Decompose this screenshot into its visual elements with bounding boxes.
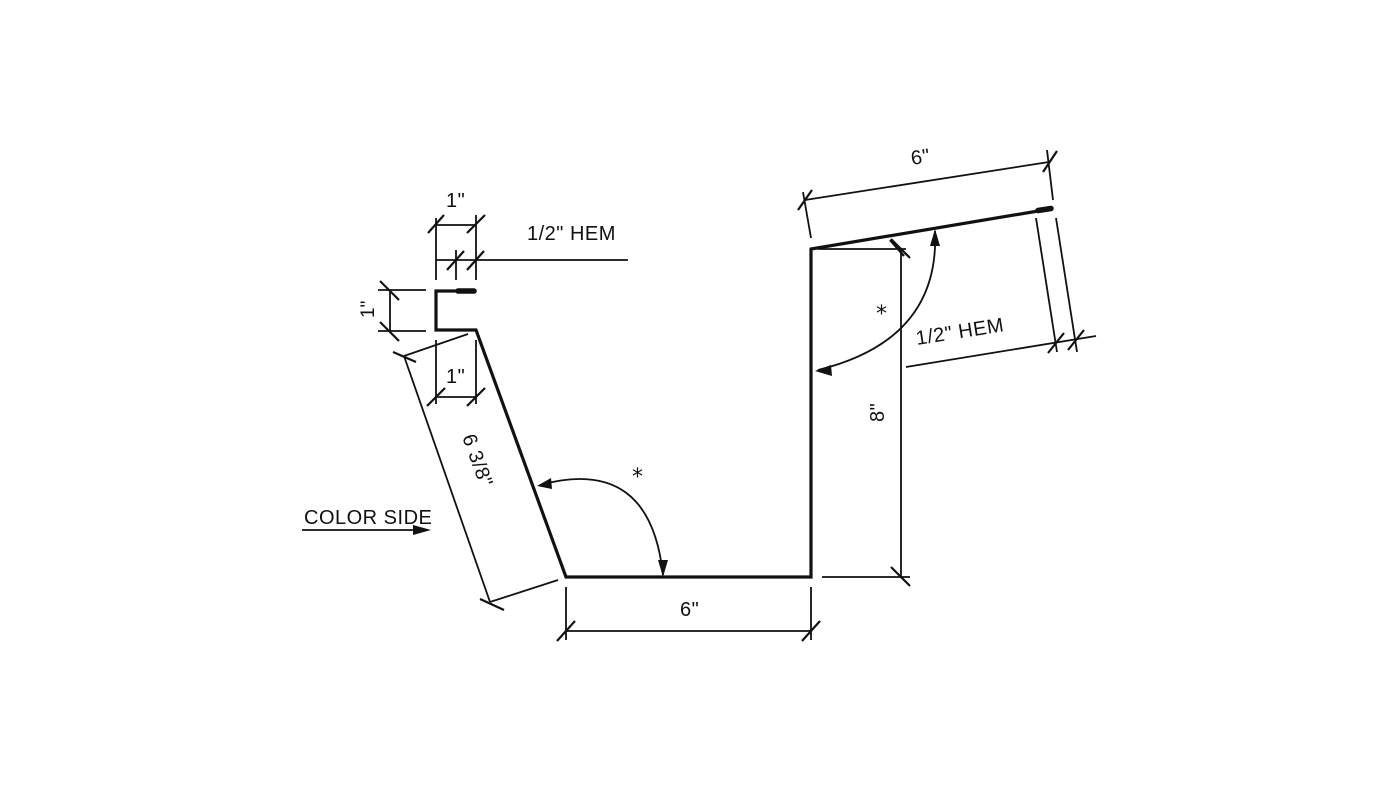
top-flange-length-dimension: 6" (797, 145, 1058, 239)
left-lip-height-dimension: 1" (358, 280, 426, 342)
left-angle-mark: * (632, 465, 643, 490)
color-side-label: COLOR SIDE (304, 507, 432, 529)
arrowhead-icon (537, 478, 552, 489)
top-flange-length-label: 6" (909, 145, 931, 170)
left-slope-label: 6 3/8" (457, 431, 496, 490)
color-side-indicator: COLOR SIDE (302, 507, 432, 535)
right-hem-mark (1035, 205, 1054, 214)
right-wall-height-label: 8" (867, 403, 889, 422)
right-angle-mark: * (876, 302, 887, 327)
right-angle-indicator: * (815, 229, 940, 376)
bottom-width-dimension: 6" (556, 587, 821, 642)
left-hem-width-label: 1" (446, 190, 465, 212)
arrow-right-icon (413, 525, 431, 535)
gutter-profile (434, 205, 1054, 579)
arrowhead-icon (930, 229, 940, 246)
profile-outline (434, 207, 1052, 579)
left-angle-indicator: * (537, 465, 668, 577)
left-hem-note: 1/2" HEM (527, 223, 616, 245)
left-lip-offset-label: 1" (446, 366, 465, 388)
bottom-width-label: 6" (680, 599, 699, 621)
left-lip-height-label: 1" (358, 301, 379, 318)
left-lip-offset-dimension: 1" (426, 340, 486, 407)
arrowhead-icon (658, 560, 668, 577)
left-hem-width-dimension: 1" 1/2" HEM (427, 190, 628, 280)
right-hem-note: 1/2" HEM (914, 314, 1005, 350)
right-wall-height-dimension: 8" (818, 238, 911, 587)
arrowhead-icon (815, 365, 832, 376)
